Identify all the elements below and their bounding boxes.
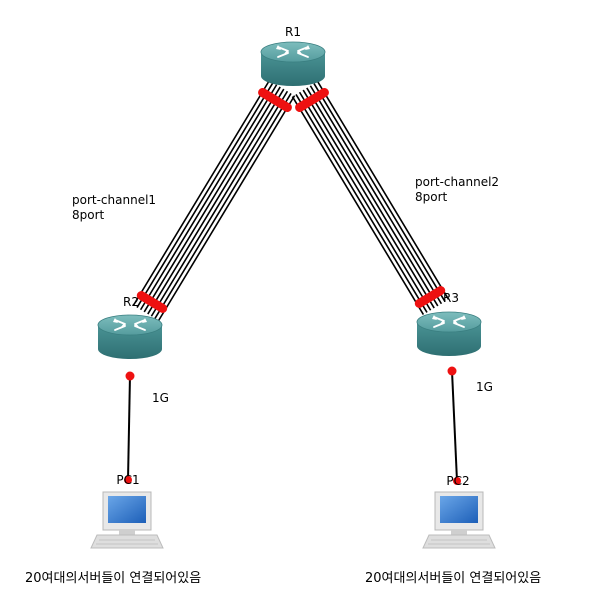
caption-left: 20여대의서버들이 연결되어있음	[25, 571, 201, 586]
router-r2[interactable]	[97, 314, 163, 360]
pc-pc2[interactable]	[422, 491, 496, 549]
port-channel1-ports: 8port	[72, 208, 105, 222]
port-dot-pc2	[453, 477, 461, 485]
port-channel1-member-link-3	[150, 90, 289, 317]
bundle-marker-r1-left	[258, 88, 292, 112]
port-dot-pc1	[124, 476, 132, 484]
port-channel2-member-link-8	[291, 96, 425, 315]
port-channel2-member-link-6	[298, 91, 432, 311]
port-channel1-name: port-channel1	[72, 193, 156, 207]
label-pc1: PC1	[116, 473, 139, 487]
speed-label-right: 1G	[476, 380, 493, 394]
caption-right: 20여대의서버들이 연결되어있음	[365, 571, 541, 586]
port-channel2-member-link-2	[313, 83, 446, 303]
bundle-marker-r1-right	[295, 88, 329, 112]
speed-label-left: 1G	[152, 391, 169, 405]
r2-pc1-link	[127, 374, 131, 481]
port-channel2-member-link-7	[295, 93, 428, 313]
bundle-marker-r2	[136, 291, 168, 313]
port-channel1-member-link-5	[143, 86, 281, 313]
port-channel2-links	[291, 81, 450, 315]
label-pc2: PC2	[446, 474, 469, 488]
pc-pc1[interactable]	[90, 491, 164, 549]
bundle-marker-r3	[414, 286, 446, 308]
port-channel1-member-link-7	[136, 82, 274, 308]
port-channel1-member-link-6	[139, 84, 278, 311]
port-dot-r3	[447, 366, 457, 376]
port-channel1-member-link-2	[154, 93, 292, 319]
port-channel2-member-link-3	[309, 85, 443, 305]
port-dot-r2	[125, 371, 135, 381]
label-r2: R2	[123, 295, 139, 309]
label-r1: R1	[285, 25, 301, 39]
port-channel2-member-link-5	[302, 89, 435, 309]
port-channel2-ports: 8port	[415, 190, 448, 204]
port-channel1-member-link-4	[147, 88, 285, 315]
r3-pc2-link	[451, 370, 458, 482]
port-channel1-member-link-8	[132, 79, 271, 306]
label-r3: R3	[443, 291, 459, 305]
port-channel2-member-link-4	[306, 87, 439, 307]
router-r3[interactable]	[416, 311, 482, 357]
port-channel1-member-link-1	[157, 95, 296, 322]
port-channel2-name: port-channel2	[415, 175, 499, 189]
port-channel2-member-link-1	[316, 81, 450, 300]
port-channel1-links	[132, 79, 296, 322]
router-r1[interactable]	[260, 41, 326, 87]
